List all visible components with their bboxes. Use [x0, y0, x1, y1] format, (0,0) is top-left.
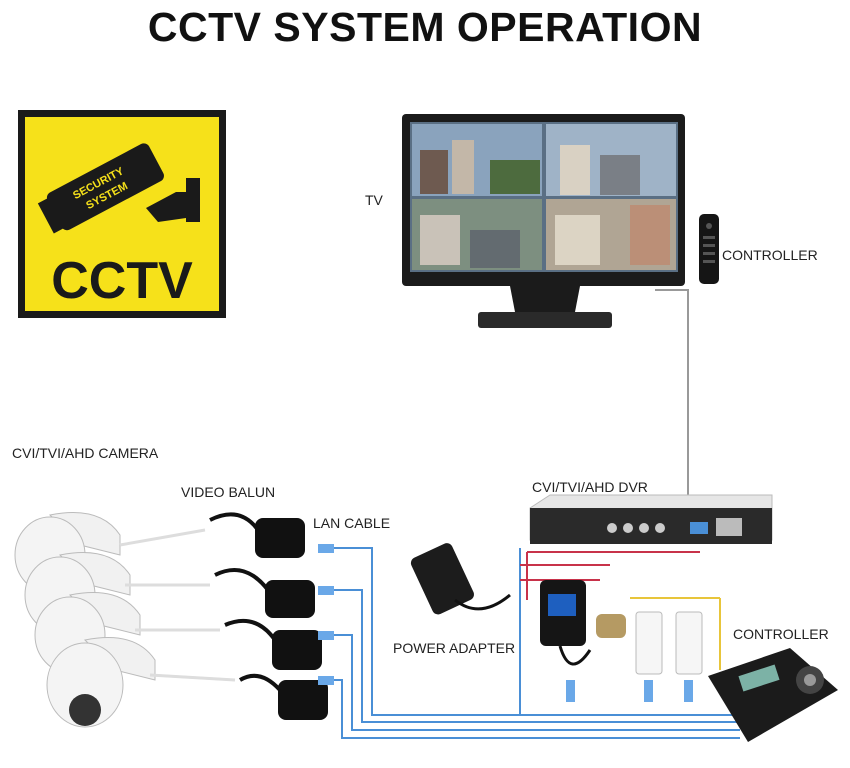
- lan-cable-label: LAN CABLE: [313, 515, 391, 531]
- video-balun-group: [119, 528, 236, 682]
- camera-label: CVI/TVI/AHD CAMERA: [12, 445, 159, 461]
- page-title: CCTV SYSTEM OPERATION: [147, 4, 703, 50]
- remote-control-icon: [699, 214, 719, 284]
- dvr-label: CVI/TVI/AHD DVR: [532, 479, 648, 495]
- cctv-sign-text: CCTV: [51, 252, 193, 310]
- camera-group: [14, 512, 156, 728]
- tv-monitor: [402, 114, 685, 328]
- video-balun-label: VIDEO BALUN: [181, 484, 276, 500]
- lan-cable-group: [330, 547, 740, 739]
- dvr-recorder: [529, 494, 773, 544]
- controller-bottom-label: CONTROLLER: [733, 626, 829, 642]
- power-adapter-label: POWER ADAPTER: [393, 640, 516, 656]
- tv-label: TV: [365, 192, 383, 208]
- controller-top-label: CONTROLLER: [722, 247, 818, 263]
- cctv-warning-sign: SECURITY SYSTEM CCTV: [18, 110, 226, 318]
- ptz-controller: [708, 648, 838, 742]
- power-video-balun: [540, 580, 626, 666]
- power-adapter-icon: [410, 543, 511, 615]
